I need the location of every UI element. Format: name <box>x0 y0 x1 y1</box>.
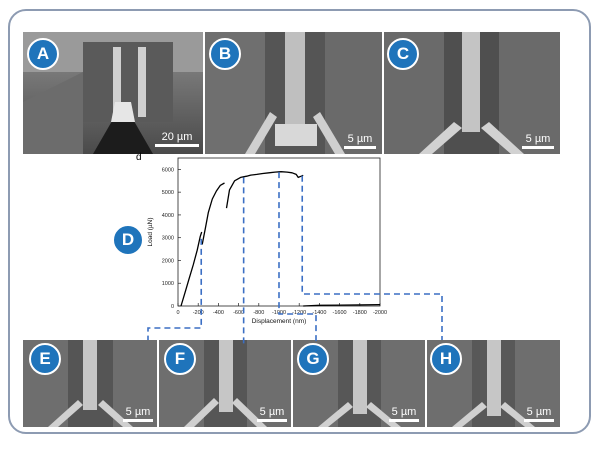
scale-bar-h-label: 5 µm <box>526 406 552 418</box>
scale-bar-c-label: 5 µm <box>525 133 551 145</box>
scale-bar-b: 5 µm <box>344 133 376 149</box>
scale-bar-e-label: 5 µm <box>125 406 151 418</box>
sem-panel-c <box>384 32 560 154</box>
panel-label-d: D <box>112 224 144 256</box>
scale-bar-a-label: 20 µm <box>161 131 193 143</box>
panel-label-b: B <box>209 38 241 70</box>
scale-bar-a: 20 µm <box>155 131 199 147</box>
scale-bar-g-line <box>389 419 419 422</box>
panel-label-g: G <box>297 343 329 375</box>
sem-panel-b <box>205 32 382 154</box>
scale-bar-b-line <box>344 146 376 149</box>
scale-bar-f-line <box>257 419 287 422</box>
scale-bar-g-label: 5 µm <box>391 406 417 418</box>
scale-bar-e-line <box>123 419 153 422</box>
panel-label-a: A <box>27 38 59 70</box>
panel-label-c: C <box>387 38 419 70</box>
scale-bar-e: 5 µm <box>123 406 153 422</box>
scale-bar-h: 5 µm <box>524 406 554 422</box>
sem-panel-g <box>293 340 425 427</box>
scale-bar-b-label: 5 µm <box>347 133 373 145</box>
scale-bar-f-label: 5 µm <box>259 406 285 418</box>
sem-image-c <box>384 32 560 154</box>
panel-label-h: H <box>430 343 462 375</box>
panel-label-f: F <box>164 343 196 375</box>
scale-bar-g: 5 µm <box>389 406 419 422</box>
scale-bar-c-line <box>522 146 554 149</box>
sem-image-g <box>293 340 425 427</box>
scale-bar-a-line <box>155 144 199 147</box>
panel-label-e: E <box>29 343 61 375</box>
scale-bar-h-line <box>524 419 554 422</box>
scale-bar-f: 5 µm <box>257 406 287 422</box>
scale-bar-c: 5 µm <box>522 133 554 149</box>
